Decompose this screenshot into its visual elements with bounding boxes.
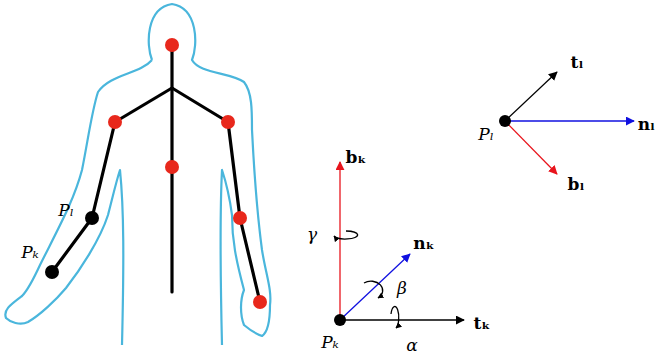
angle-label: γ	[307, 226, 317, 243]
joint-dots	[108, 38, 267, 309]
frame-l	[499, 72, 634, 174]
point-label: Pₖ	[321, 334, 339, 351]
body-outline	[5, 4, 270, 345]
point-label: Pₗ	[58, 202, 74, 219]
axis-label: tₖ	[474, 315, 491, 332]
axis-label: bₖ	[346, 149, 367, 166]
axis-label: bₗ	[568, 176, 585, 193]
axis-label: tₗ	[571, 54, 584, 71]
point-label: Pₗ	[478, 126, 494, 143]
point-label: Pₖ	[21, 244, 39, 261]
angle-label: α	[406, 337, 417, 354]
angle-label: β	[397, 280, 407, 297]
skeleton	[52, 45, 260, 302]
axis-label: nₗ	[638, 116, 655, 133]
frame-k	[334, 162, 464, 328]
tracked-points	[45, 211, 99, 279]
axis-label: nₖ	[413, 235, 434, 252]
